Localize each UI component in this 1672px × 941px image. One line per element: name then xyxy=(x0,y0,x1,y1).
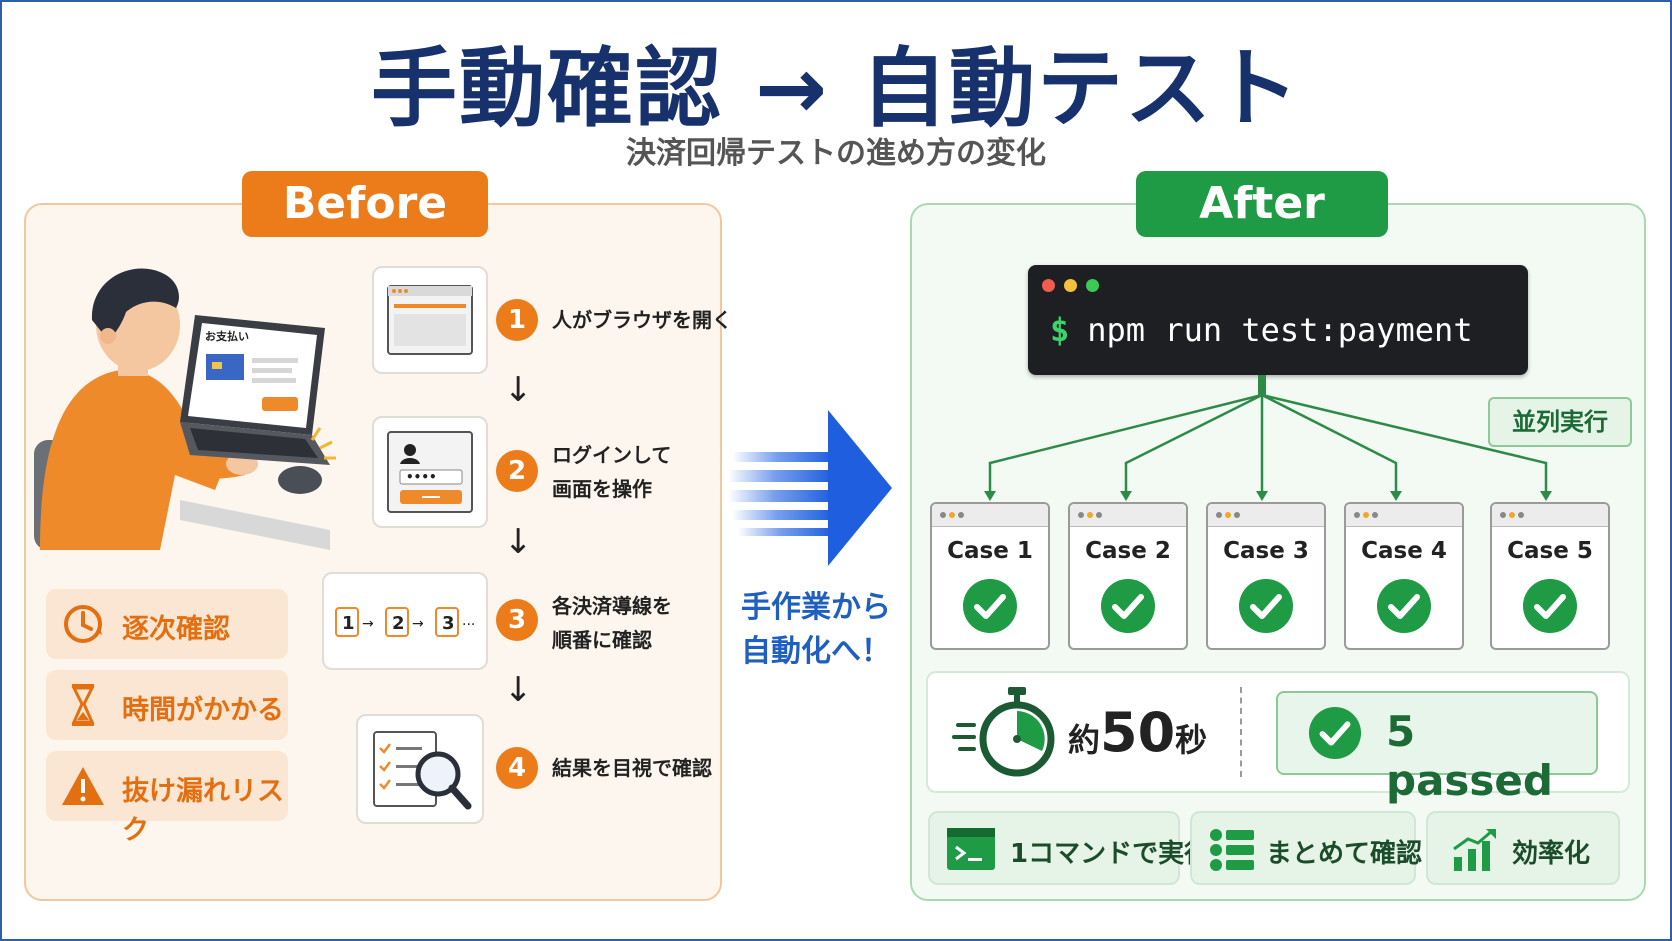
sequence-label: 1 xyxy=(342,613,355,634)
test-case-card: Case 4 xyxy=(1344,502,1464,650)
command-text: npm run test:payment xyxy=(1087,311,1473,349)
duration-label: 約50秒 xyxy=(1068,701,1207,764)
svg-text:→: → xyxy=(412,616,424,632)
test-case-card: Case 2 xyxy=(1068,502,1188,650)
laptop-screen-label: お支払い xyxy=(205,329,249,343)
case-name: Case 4 xyxy=(1361,538,1447,564)
divider xyxy=(1240,687,1242,777)
test-case-card: Case 3 xyxy=(1206,502,1326,650)
passed-badge: 5 passed xyxy=(1276,691,1598,805)
step-number: 3 xyxy=(496,599,538,641)
terminal-command: $ npm run test:payment xyxy=(1050,311,1473,349)
issue-sequential: 逐次確認 xyxy=(46,589,288,659)
step-4-card xyxy=(356,714,484,824)
checklist-magnifier-icon xyxy=(373,731,472,810)
step-text: 結果を目視で確認 xyxy=(552,756,712,780)
check-circle-icon xyxy=(1101,579,1155,633)
benefit-label: 1コマンドで実行 xyxy=(1010,839,1211,869)
step-text: 人がブラウザを開く xyxy=(552,308,732,332)
svg-text:→: → xyxy=(362,616,374,632)
case-name: Case 5 xyxy=(1507,538,1593,564)
benefit-label: まとめて確認 xyxy=(1266,839,1423,869)
growth-chart-icon xyxy=(1453,829,1496,871)
sequence-label: 3 xyxy=(442,613,455,634)
duration-prefix: 約 xyxy=(1068,721,1101,759)
case-name: Case 3 xyxy=(1223,538,1309,564)
duration-value: 50 xyxy=(1100,701,1176,764)
before-tag: Before xyxy=(242,171,488,237)
test-case-card: Case 5 xyxy=(1490,502,1610,650)
clock-icon xyxy=(64,605,102,643)
down-arrow-icon: ↓ xyxy=(504,670,533,710)
benefit-one-command: 1コマンドで実行 xyxy=(928,811,1210,885)
benefit-efficiency: 効率化 xyxy=(1426,811,1620,885)
case-name: Case 2 xyxy=(1085,538,1171,564)
check-circle-icon xyxy=(1523,579,1577,633)
terminal-window: $ npm run test:payment xyxy=(1028,265,1528,375)
page-title: 手動確認 → 自動テスト xyxy=(371,39,1301,139)
down-arrow-icon: ↓ xyxy=(504,370,533,410)
issue-missing-risk: 抜け漏れリスク xyxy=(46,751,288,846)
step-number: 4 xyxy=(496,747,538,789)
step-number: 2 xyxy=(496,450,538,492)
prompt-symbol: $ xyxy=(1050,311,1070,349)
terminal-icon xyxy=(947,828,995,870)
maximize-dot xyxy=(1086,279,1099,292)
issue-slow: 時間がかかる xyxy=(46,670,288,740)
login-form-icon: •••• xyxy=(387,431,473,513)
check-circle-icon xyxy=(1377,579,1431,633)
stopwatch-icon xyxy=(952,687,1055,777)
close-dot xyxy=(1042,279,1055,292)
case-name: Case 1 xyxy=(947,538,1033,564)
sequence-label: 2 xyxy=(392,613,405,634)
check-circle-icon xyxy=(963,579,1017,633)
sequence-icon: 1 → 2 → 3 ··· xyxy=(335,607,475,637)
benefit-batch-check: まとめて確認 xyxy=(1190,811,1422,885)
duration-unit: 秒 xyxy=(1175,721,1208,759)
step-number: 1 xyxy=(496,299,538,341)
transition-arrow-icon xyxy=(728,410,892,566)
svg-text:···: ··· xyxy=(462,617,475,633)
check-circle-icon xyxy=(1308,706,1362,760)
parallel-branch-lines xyxy=(984,375,1552,501)
transition-caption: 手作業から 自動化へ！ xyxy=(741,590,891,669)
browser-window-icon xyxy=(387,285,473,355)
page-subtitle: 決済回帰テストの進め方の変化 xyxy=(626,136,1046,171)
down-arrow-icon: ↓ xyxy=(504,522,533,562)
passed-text: 5 passed xyxy=(1386,707,1553,805)
result-summary: 約50秒 5 passed xyxy=(926,671,1630,805)
step-text: ログインして 画面を操作 xyxy=(552,443,672,501)
password-mask: •••• xyxy=(406,470,437,484)
test-case-card: Case 1 xyxy=(930,502,1050,650)
issue-label: 逐次確認 xyxy=(122,614,230,645)
step-2-card: •••• xyxy=(372,416,488,528)
issue-label: 抜け漏れリスク xyxy=(122,776,284,846)
step-text: 各決済導線を 順番に確認 xyxy=(552,594,672,652)
step-1-card xyxy=(372,266,488,374)
minimize-dot xyxy=(1064,279,1077,292)
issue-label: 時間がかかる xyxy=(122,695,284,726)
checklist-icon xyxy=(1210,829,1254,871)
check-circle-icon xyxy=(1239,579,1293,633)
step-3-card: 1 → 2 → 3 ··· xyxy=(322,572,488,670)
person-at-laptop-illustration: お支払い xyxy=(34,268,336,550)
parallel-execution-badge: 並列実行 xyxy=(1488,397,1632,447)
warning-icon xyxy=(62,767,104,805)
benefit-label: 効率化 xyxy=(1512,839,1591,869)
hourglass-icon xyxy=(71,684,95,726)
after-tag: After xyxy=(1136,171,1388,237)
